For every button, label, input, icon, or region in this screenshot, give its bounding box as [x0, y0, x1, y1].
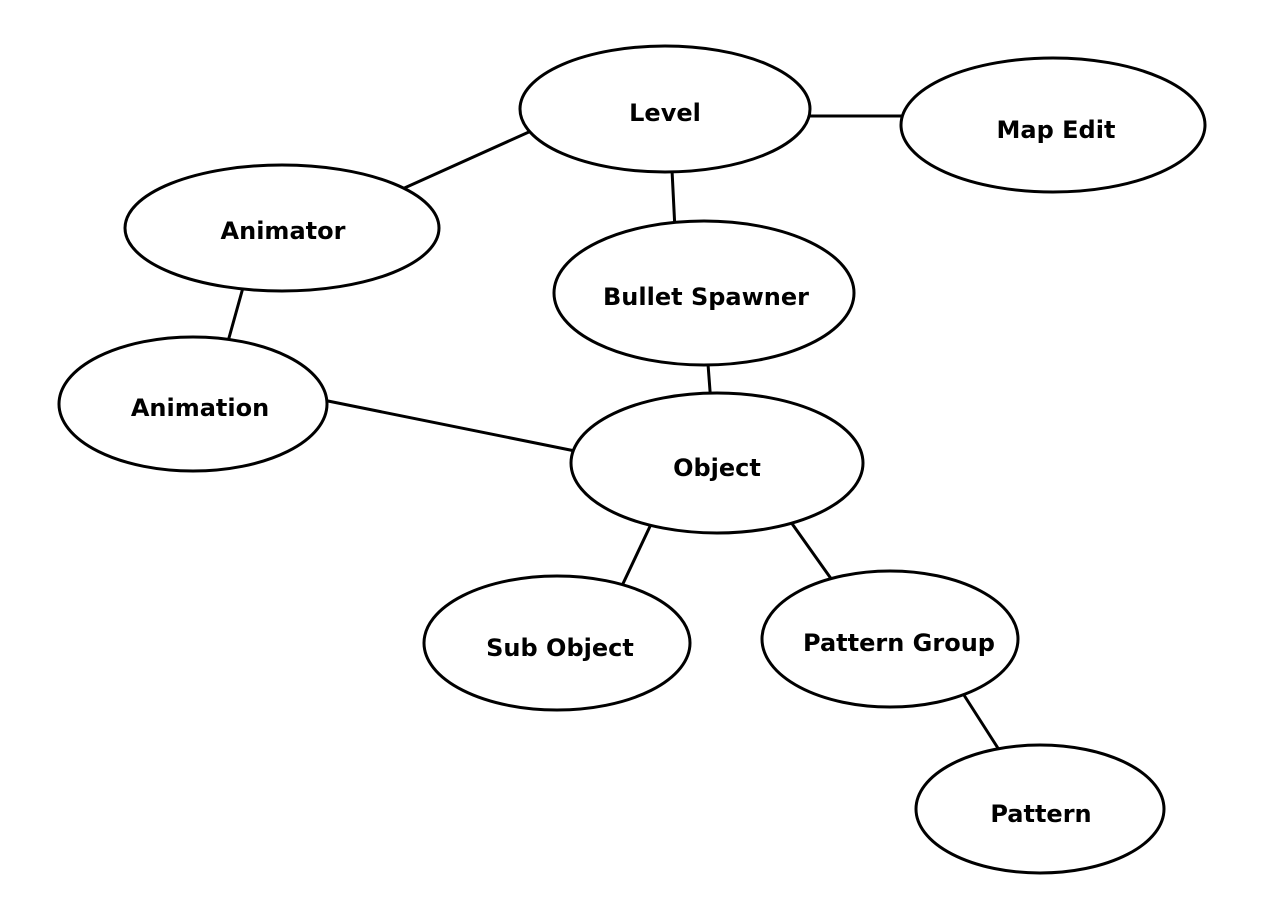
- node-bullet-spawner-ellipse: [552, 219, 856, 367]
- node-map-edit-ellipse: [899, 56, 1207, 194]
- node-animation-ellipse: [57, 335, 329, 473]
- node-sub-object-label: Sub Object: [486, 634, 634, 662]
- edge-object-pattern-group: [786, 516, 834, 582]
- node-level-label: Level: [629, 99, 701, 127]
- node-pattern-group: Pattern Group: [760, 569, 1020, 709]
- node-pattern-ellipse: [914, 743, 1166, 875]
- node-animator: Animator: [123, 163, 441, 293]
- node-pattern-label: Pattern: [990, 800, 1091, 828]
- edge-animation-object: [321, 398, 582, 454]
- node-object-label: Object: [673, 454, 761, 482]
- node-bullet-spawner: Bullet Spawner: [552, 219, 856, 367]
- edge-level-animator: [398, 125, 542, 192]
- node-pattern: Pattern: [914, 743, 1166, 875]
- edges: [225, 114, 1005, 758]
- node-object-ellipse: [569, 391, 865, 535]
- edge-level-bullet-spawner: [670, 168, 677, 232]
- node-sub-object: Sub Object: [422, 574, 692, 712]
- node-animation: Animation: [57, 335, 329, 473]
- node-animator-ellipse: [123, 163, 441, 293]
- node-level-ellipse: [518, 44, 812, 174]
- node-map-edit-label: Map Edit: [997, 116, 1116, 144]
- edge-animator-animation: [225, 282, 246, 347]
- node-animation-label: Animation: [131, 394, 269, 422]
- node-map-edit: Map Edit: [899, 56, 1207, 194]
- node-pattern-group-ellipse: [760, 569, 1020, 709]
- node-object: Object: [569, 391, 865, 535]
- node-bullet-spawner-label: Bullet Spawner: [603, 283, 809, 311]
- edge-pattern-group-pattern: [960, 690, 1005, 758]
- node-sub-object-ellipse: [422, 574, 692, 712]
- node-pattern-group-label: Pattern Group: [803, 629, 995, 657]
- edge-object-sub-object: [618, 518, 655, 592]
- node-animator-label: Animator: [221, 217, 346, 245]
- node-level: Level: [518, 44, 812, 174]
